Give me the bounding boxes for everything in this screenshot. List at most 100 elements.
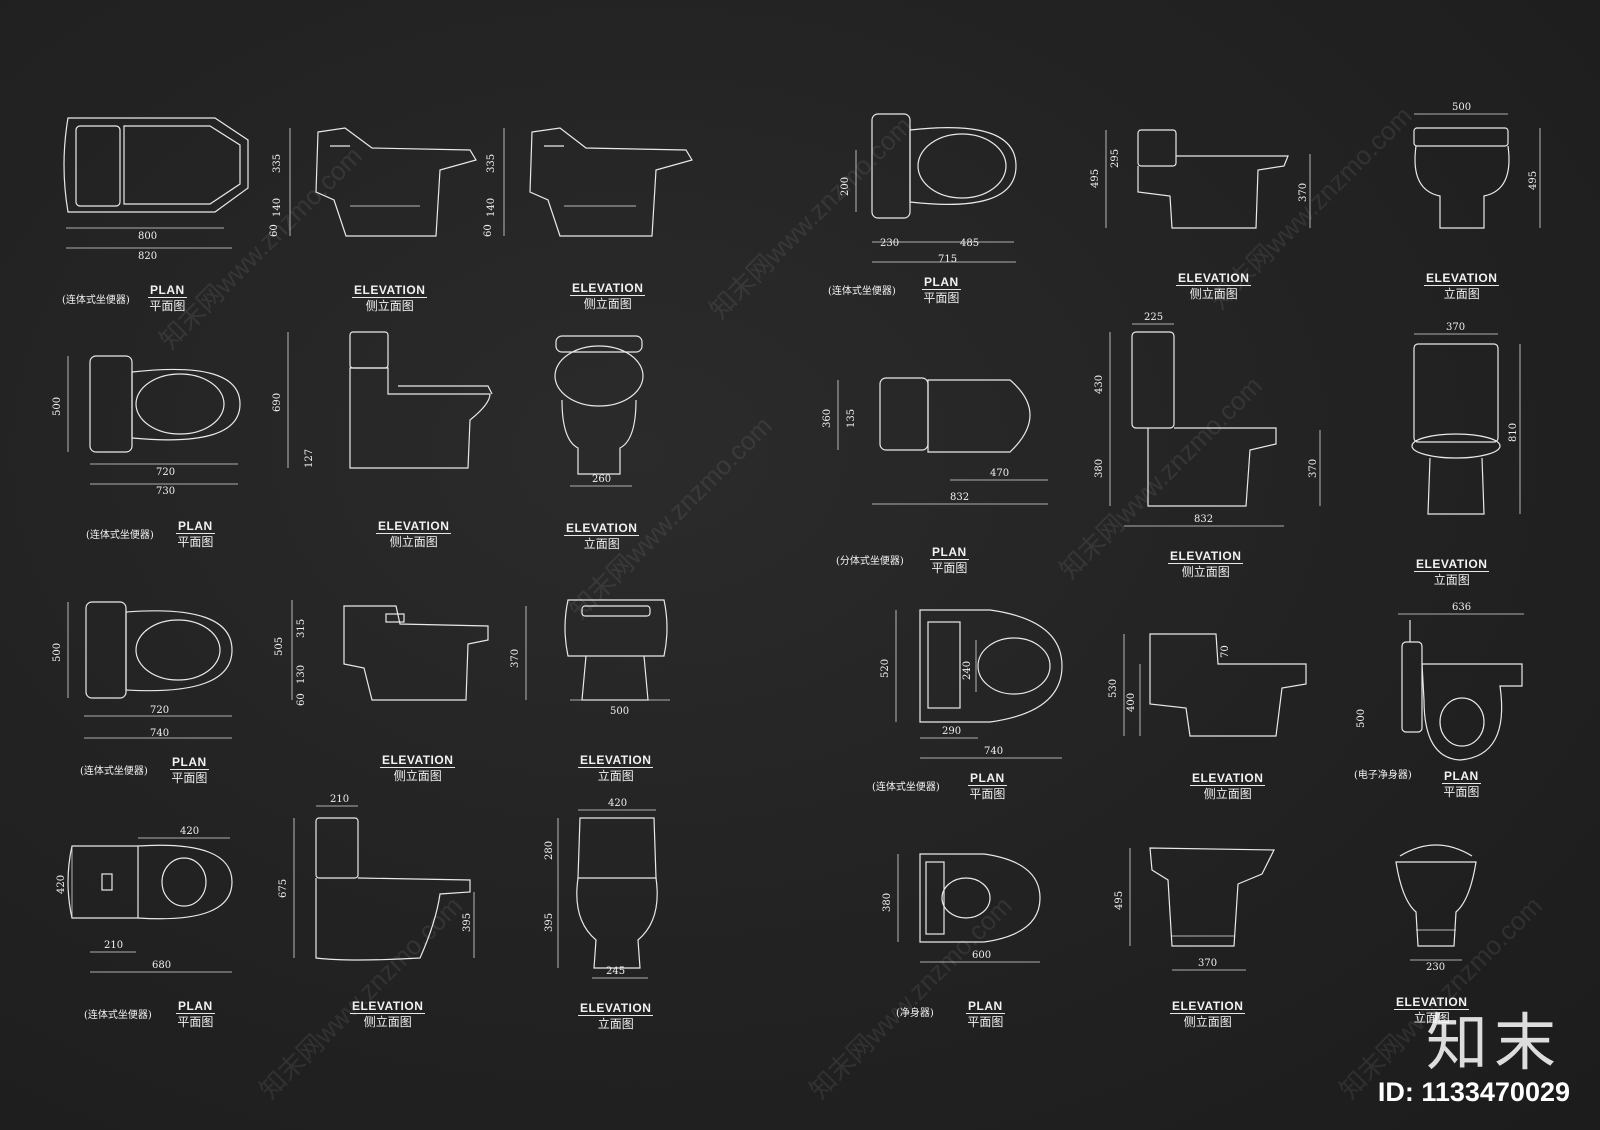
dim-label: 315 — [296, 619, 307, 638]
plan-drawing-r4: 420 420 210 680 — [56, 826, 233, 973]
dim-label: 485 — [960, 238, 979, 249]
dim-label: 370 — [510, 649, 521, 668]
dim-label: 530 — [1108, 679, 1119, 698]
dim-label: 675 — [278, 879, 289, 898]
plan-drawing-c2: 360 135 470 832 — [822, 377, 1048, 505]
dim-label: 245 — [606, 966, 625, 977]
elevation-front-r3: 370 500 — [510, 599, 670, 717]
dim-label: 470 — [990, 468, 1009, 479]
dim-label: 290 — [942, 726, 961, 737]
dim-label: 335 — [272, 154, 283, 173]
dim-label: 230 — [1426, 962, 1445, 973]
elevation-front-c2: 370 810 — [1411, 322, 1521, 515]
dim-label: 200 — [840, 177, 851, 196]
elevation-front-c4: 230 — [1395, 844, 1477, 973]
dim-label: 295 — [1110, 149, 1121, 168]
dim-label: 832 — [950, 492, 969, 503]
elevation-front-r4: 420 280 395 245 — [544, 798, 658, 979]
dim-label: 130 — [296, 665, 307, 684]
dim-label: 210 — [330, 794, 349, 805]
dim-label: 800 — [138, 231, 157, 242]
image-id: ID: 1133470029 — [1377, 1077, 1570, 1107]
dim-label: 225 — [1144, 312, 1163, 323]
dim-label: 370 — [1446, 322, 1465, 333]
type-label: (连体式坐便器) — [828, 286, 896, 297]
elevation-side-c4: 495 370 — [1114, 847, 1275, 971]
dim-label: 360 — [822, 409, 833, 428]
plan-drawing-r1: 800 820 — [63, 117, 249, 262]
dim-label: 335 — [486, 154, 497, 173]
dim-label: 600 — [972, 950, 991, 961]
elevation-side-r1a: 335 140 60 — [269, 127, 477, 237]
dim-label: 420 — [608, 798, 627, 809]
type-label: (连体式坐便器) — [80, 766, 148, 777]
dim-label: 495 — [1090, 169, 1101, 188]
dim-label: 500 — [1356, 709, 1367, 728]
dim-label: 832 — [1194, 514, 1213, 525]
plan-drawing-c3-electronic: 636 500 — [1356, 602, 1524, 761]
dim-label: 430 — [1094, 375, 1105, 394]
elevation-side-c2: 225 430 380 832 370 — [1094, 312, 1321, 527]
dim-label: 135 — [846, 409, 857, 428]
dim-label: 495 — [1114, 891, 1125, 910]
type-label: (电子净身器) — [1354, 770, 1412, 781]
dim-label: 636 — [1452, 602, 1471, 613]
type-label: (连体式坐便器) — [872, 782, 940, 793]
dim-label: 60 — [269, 224, 280, 237]
plan-drawing-c3: 520 240 290 740 — [880, 609, 1063, 759]
dim-label: 680 — [152, 960, 171, 971]
dim-label: 380 — [882, 893, 893, 912]
dim-label: 60 — [483, 224, 494, 237]
dim-label: 240 — [962, 661, 973, 680]
dim-label: 500 — [1452, 102, 1471, 113]
dim-label: 60 — [296, 693, 307, 706]
dim-label: 370 — [1198, 958, 1217, 969]
plan-drawing-c4: 380 600 — [882, 853, 1041, 963]
dim-label: 500 — [52, 397, 63, 416]
dim-label: 260 — [592, 474, 611, 485]
dim-label: 280 — [544, 841, 555, 860]
dim-label: 400 — [1126, 693, 1137, 712]
dim-label: 70 — [1220, 645, 1231, 658]
dim-label: 395 — [544, 913, 555, 932]
type-label: (连体式坐便器) — [84, 1010, 152, 1021]
dim-label: 690 — [272, 393, 283, 412]
elevation-side-r3: 505 315 130 60 — [274, 600, 489, 706]
dim-label: 370 — [1298, 183, 1309, 202]
dim-label: 505 — [274, 637, 285, 656]
elevation-side-c3: 70 530 400 — [1108, 633, 1307, 737]
elevation-front-c1: 500 495 — [1413, 102, 1541, 229]
dim-label: 127 — [304, 449, 315, 468]
dim-label: 140 — [486, 198, 497, 217]
type-label: (净身器) — [896, 1008, 934, 1019]
dim-label: 500 — [610, 706, 629, 717]
dim-label: 420 — [180, 826, 199, 837]
elevation-side-c1: 495 295 370 — [1090, 129, 1311, 229]
dim-label: 720 — [156, 467, 175, 478]
plan-drawing-r2: 500 720 730 — [52, 355, 241, 497]
dim-label: 715 — [938, 254, 957, 265]
plan-drawing-r3: 500 720 740 — [52, 601, 233, 739]
dim-label: 520 — [880, 659, 891, 678]
type-label: (分体式坐便器) — [836, 556, 904, 567]
